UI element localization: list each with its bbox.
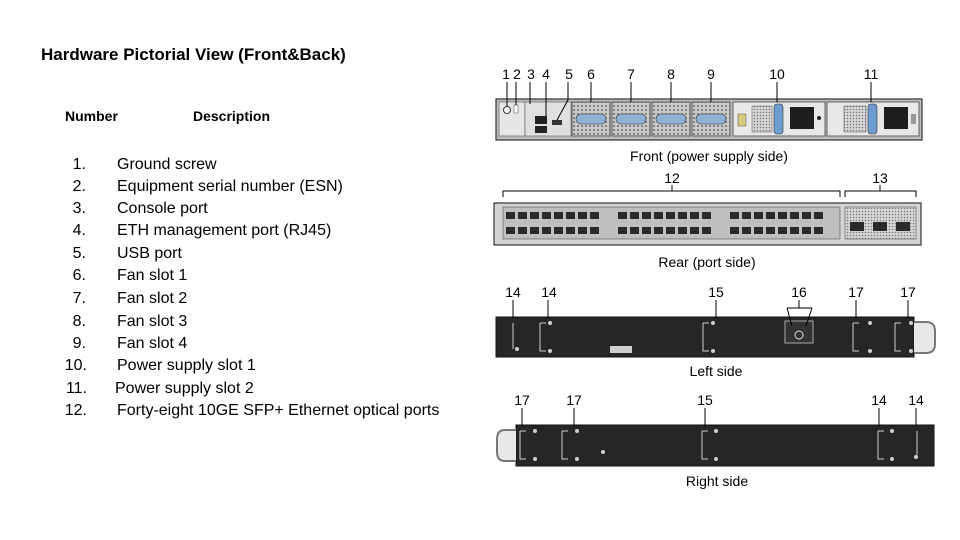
callout-2: 2 [513, 66, 521, 82]
ground-screw-icon [504, 107, 511, 114]
callout-11: 11 [864, 66, 879, 82]
right-callout-lines [522, 408, 916, 426]
callout-17-c: 17 [514, 392, 530, 408]
esn-label-icon [514, 105, 518, 113]
callout-5: 5 [565, 66, 573, 82]
left-callouts: 14 14 15 16 17 17 [505, 284, 916, 300]
qsfp-ports [850, 222, 910, 231]
power-supply-slot-1 [733, 102, 825, 136]
rear-view: 12 13 Rear (port side) [494, 170, 921, 270]
right-handle [497, 430, 516, 461]
callout-8: 8 [667, 66, 675, 82]
fan-slot-2 [612, 102, 650, 136]
usb-port-icon [552, 120, 562, 125]
callout-1: 1 [502, 66, 510, 82]
fan-slot-1 [572, 102, 610, 136]
callout-17-d: 17 [566, 392, 582, 408]
callout-17-b: 17 [900, 284, 916, 300]
left-caption: Left side [690, 363, 743, 379]
fan-slot-3 [652, 102, 690, 136]
callout-12: 12 [664, 170, 680, 186]
right-side-view: 17 17 15 14 14 Right side [497, 392, 934, 489]
front-view: 1 2 3 4 5 6 7 8 9 10 11 Front (power sup… [496, 66, 922, 164]
console-port-icon [535, 116, 547, 124]
callout-17-a: 17 [848, 284, 864, 300]
callout-4: 4 [542, 66, 550, 82]
callout-9: 9 [707, 66, 715, 82]
power-supply-slot-2 [827, 102, 919, 136]
front-left-panel [499, 102, 525, 136]
callout-15-b: 15 [697, 392, 713, 408]
eth-management-port-icon [535, 126, 547, 133]
callout-14-a: 14 [505, 284, 521, 300]
callout-14-d: 14 [908, 392, 924, 408]
front-callouts: 1 2 3 4 5 6 7 8 9 10 11 [502, 66, 878, 82]
right-callouts: 17 17 15 14 14 [514, 392, 924, 408]
grounding-point [785, 321, 813, 343]
callout-7: 7 [627, 66, 635, 82]
rear-caption: Rear (port side) [658, 254, 755, 270]
fan-slot-4 [692, 102, 730, 136]
callout-10: 10 [769, 66, 785, 82]
callout-14-b: 14 [541, 284, 557, 300]
side-label [610, 346, 632, 353]
left-handle [914, 322, 935, 353]
callout-13: 13 [872, 170, 888, 186]
callout-15: 15 [708, 284, 724, 300]
callout-6: 6 [587, 66, 595, 82]
rear-callouts: 12 13 [664, 170, 888, 186]
callout-16: 16 [791, 284, 807, 300]
sfp-port-block [503, 207, 840, 239]
callout-14-c: 14 [871, 392, 887, 408]
left-side-view: 14 14 15 16 17 17 Left side [496, 284, 935, 379]
front-caption: Front (power supply side) [630, 148, 788, 164]
right-caption: Right side [686, 473, 748, 489]
callout-3: 3 [527, 66, 535, 82]
